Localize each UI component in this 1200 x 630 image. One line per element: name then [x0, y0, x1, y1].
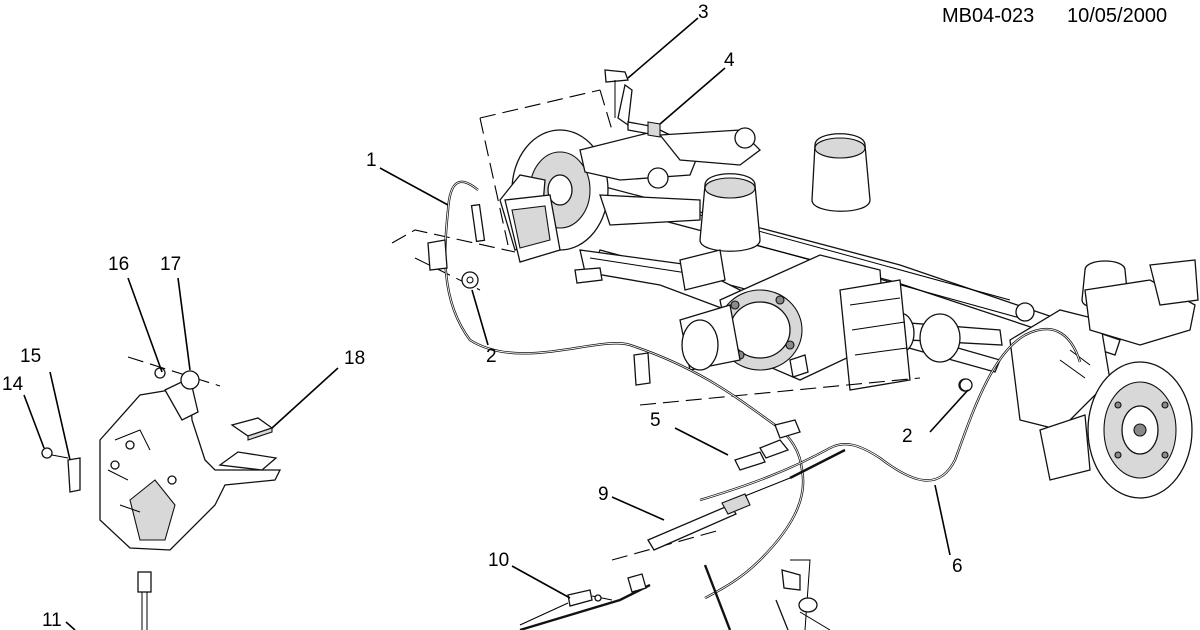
callout-2-right: 2 [902, 426, 913, 447]
callout-9: 9 [598, 484, 609, 505]
reference-frame-lower [639, 377, 921, 406]
left-brake-caliper [504, 194, 561, 263]
callout-11: 11 [42, 610, 62, 630]
front-cable [519, 564, 732, 630]
callout-1: 1 [366, 150, 377, 171]
cable-bracket-left [427, 239, 651, 386]
parking-brake-pedal-assembly [99, 367, 282, 551]
reference-frame-left [391, 229, 516, 253]
callout-2-left: 2 [486, 346, 497, 367]
bolt-14 [41, 447, 69, 459]
callout-3: 3 [698, 2, 709, 23]
leader-lines [23, 17, 969, 630]
reference-frame-upper [479, 89, 613, 246]
callout-16: 16 [108, 254, 129, 275]
bracket-15 [67, 457, 81, 493]
push-rod-lower [137, 571, 152, 630]
callout-4: 4 [724, 50, 735, 71]
mounting-bracket-lower-right [775, 559, 831, 630]
callout-15: 15 [20, 346, 41, 367]
parking-brake-cable-right [699, 327, 1082, 502]
cable-equalizer-5 [734, 419, 801, 471]
callout-18: 18 [344, 348, 365, 369]
callout-labels: 1 2 2 3 4 5 6 9 10 11 14 15 16 17 18 [2, 2, 963, 630]
bolt-4 [627, 121, 661, 138]
diagram-date: 10/05/2000 [1067, 5, 1167, 27]
cable-end-fitting-upper [470, 69, 633, 243]
cable-clip-10 [519, 573, 647, 626]
callout-14: 14 [2, 374, 24, 395]
callout-17: 17 [160, 254, 181, 275]
nut-2-right [959, 378, 973, 392]
callout-6: 6 [952, 556, 963, 577]
nut-2-left [461, 271, 479, 289]
pedal-pad-18 [230, 417, 274, 441]
rear-axle-assembly [499, 127, 1199, 499]
diagram-code: MB04-023 [942, 5, 1034, 27]
cable-adjuster-9 [647, 448, 846, 551]
callout-5: 5 [650, 410, 661, 431]
callout-10: 10 [488, 550, 509, 571]
